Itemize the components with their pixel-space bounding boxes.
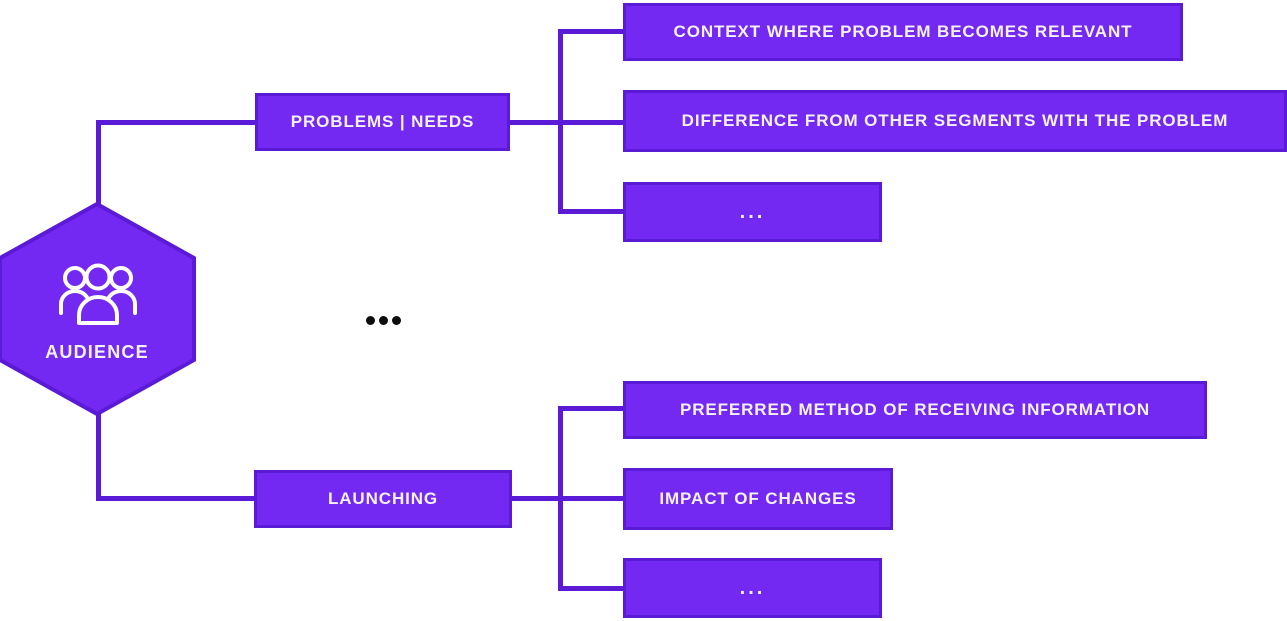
node-problems-ellipsis-label: ... xyxy=(739,200,766,223)
node-launching: LAUNCHING xyxy=(254,470,512,528)
connector-launching-to-children xyxy=(512,496,625,501)
connector-branch-problems-ellipsis xyxy=(561,209,625,214)
connector-root-to-problems xyxy=(96,120,257,125)
right-head-shape xyxy=(109,266,133,290)
connector-launching-spine xyxy=(558,406,563,591)
connector-root-bottom-vertical xyxy=(96,413,101,501)
node-launching-ellipsis-label: ... xyxy=(739,576,766,599)
ellipsis-dot xyxy=(392,316,401,325)
node-problems-needs: PROBLEMS | NEEDS xyxy=(255,93,510,151)
node-launching-ellipsis: ... xyxy=(623,558,882,618)
ellipsis-dot xyxy=(366,316,375,325)
node-preferred-method-label: PREFERRED METHOD OF RECEIVING INFORMATIO… xyxy=(679,400,1151,419)
node-preferred-method: PREFERRED METHOD OF RECEIVING INFORMATIO… xyxy=(623,381,1207,439)
node-impact-changes-label: IMPACT OF CHANGES xyxy=(659,489,857,508)
connector-branch-context xyxy=(561,29,625,34)
node-difference-segments: DIFFERENCE FROM OTHER SEGMENTS WITH THE … xyxy=(623,90,1287,152)
node-context-relevant: CONTEXT WHERE PROBLEM BECOMES RELEVANT xyxy=(623,3,1183,61)
node-context-relevant-label: CONTEXT WHERE PROBLEM BECOMES RELEVANT xyxy=(673,22,1133,41)
center-head-shape xyxy=(84,263,112,291)
node-difference-segments-label: DIFFERENCE FROM OTHER SEGMENTS WITH THE … xyxy=(681,111,1229,130)
ellipsis-dot xyxy=(379,316,388,325)
node-problems-needs-label: PROBLEMS | NEEDS xyxy=(290,112,475,131)
root-label: AUDIENCE xyxy=(45,342,149,362)
connector-problems-spine xyxy=(558,29,563,214)
connector-branch-launching-ellipsis xyxy=(561,586,625,591)
connector-root-top-vertical xyxy=(96,120,101,205)
more-branches-ellipsis xyxy=(366,316,401,325)
connector-branch-preferred xyxy=(561,406,625,411)
node-launching-label: LAUNCHING xyxy=(327,489,439,508)
center-body-shape xyxy=(77,295,119,325)
left-head-shape xyxy=(63,266,87,290)
connector-root-to-launching xyxy=(96,496,256,501)
connector-problems-to-children xyxy=(510,120,625,125)
node-problems-ellipsis: ... xyxy=(623,182,882,242)
people-group-icon xyxy=(59,263,137,325)
node-impact-changes: IMPACT OF CHANGES xyxy=(623,468,893,530)
